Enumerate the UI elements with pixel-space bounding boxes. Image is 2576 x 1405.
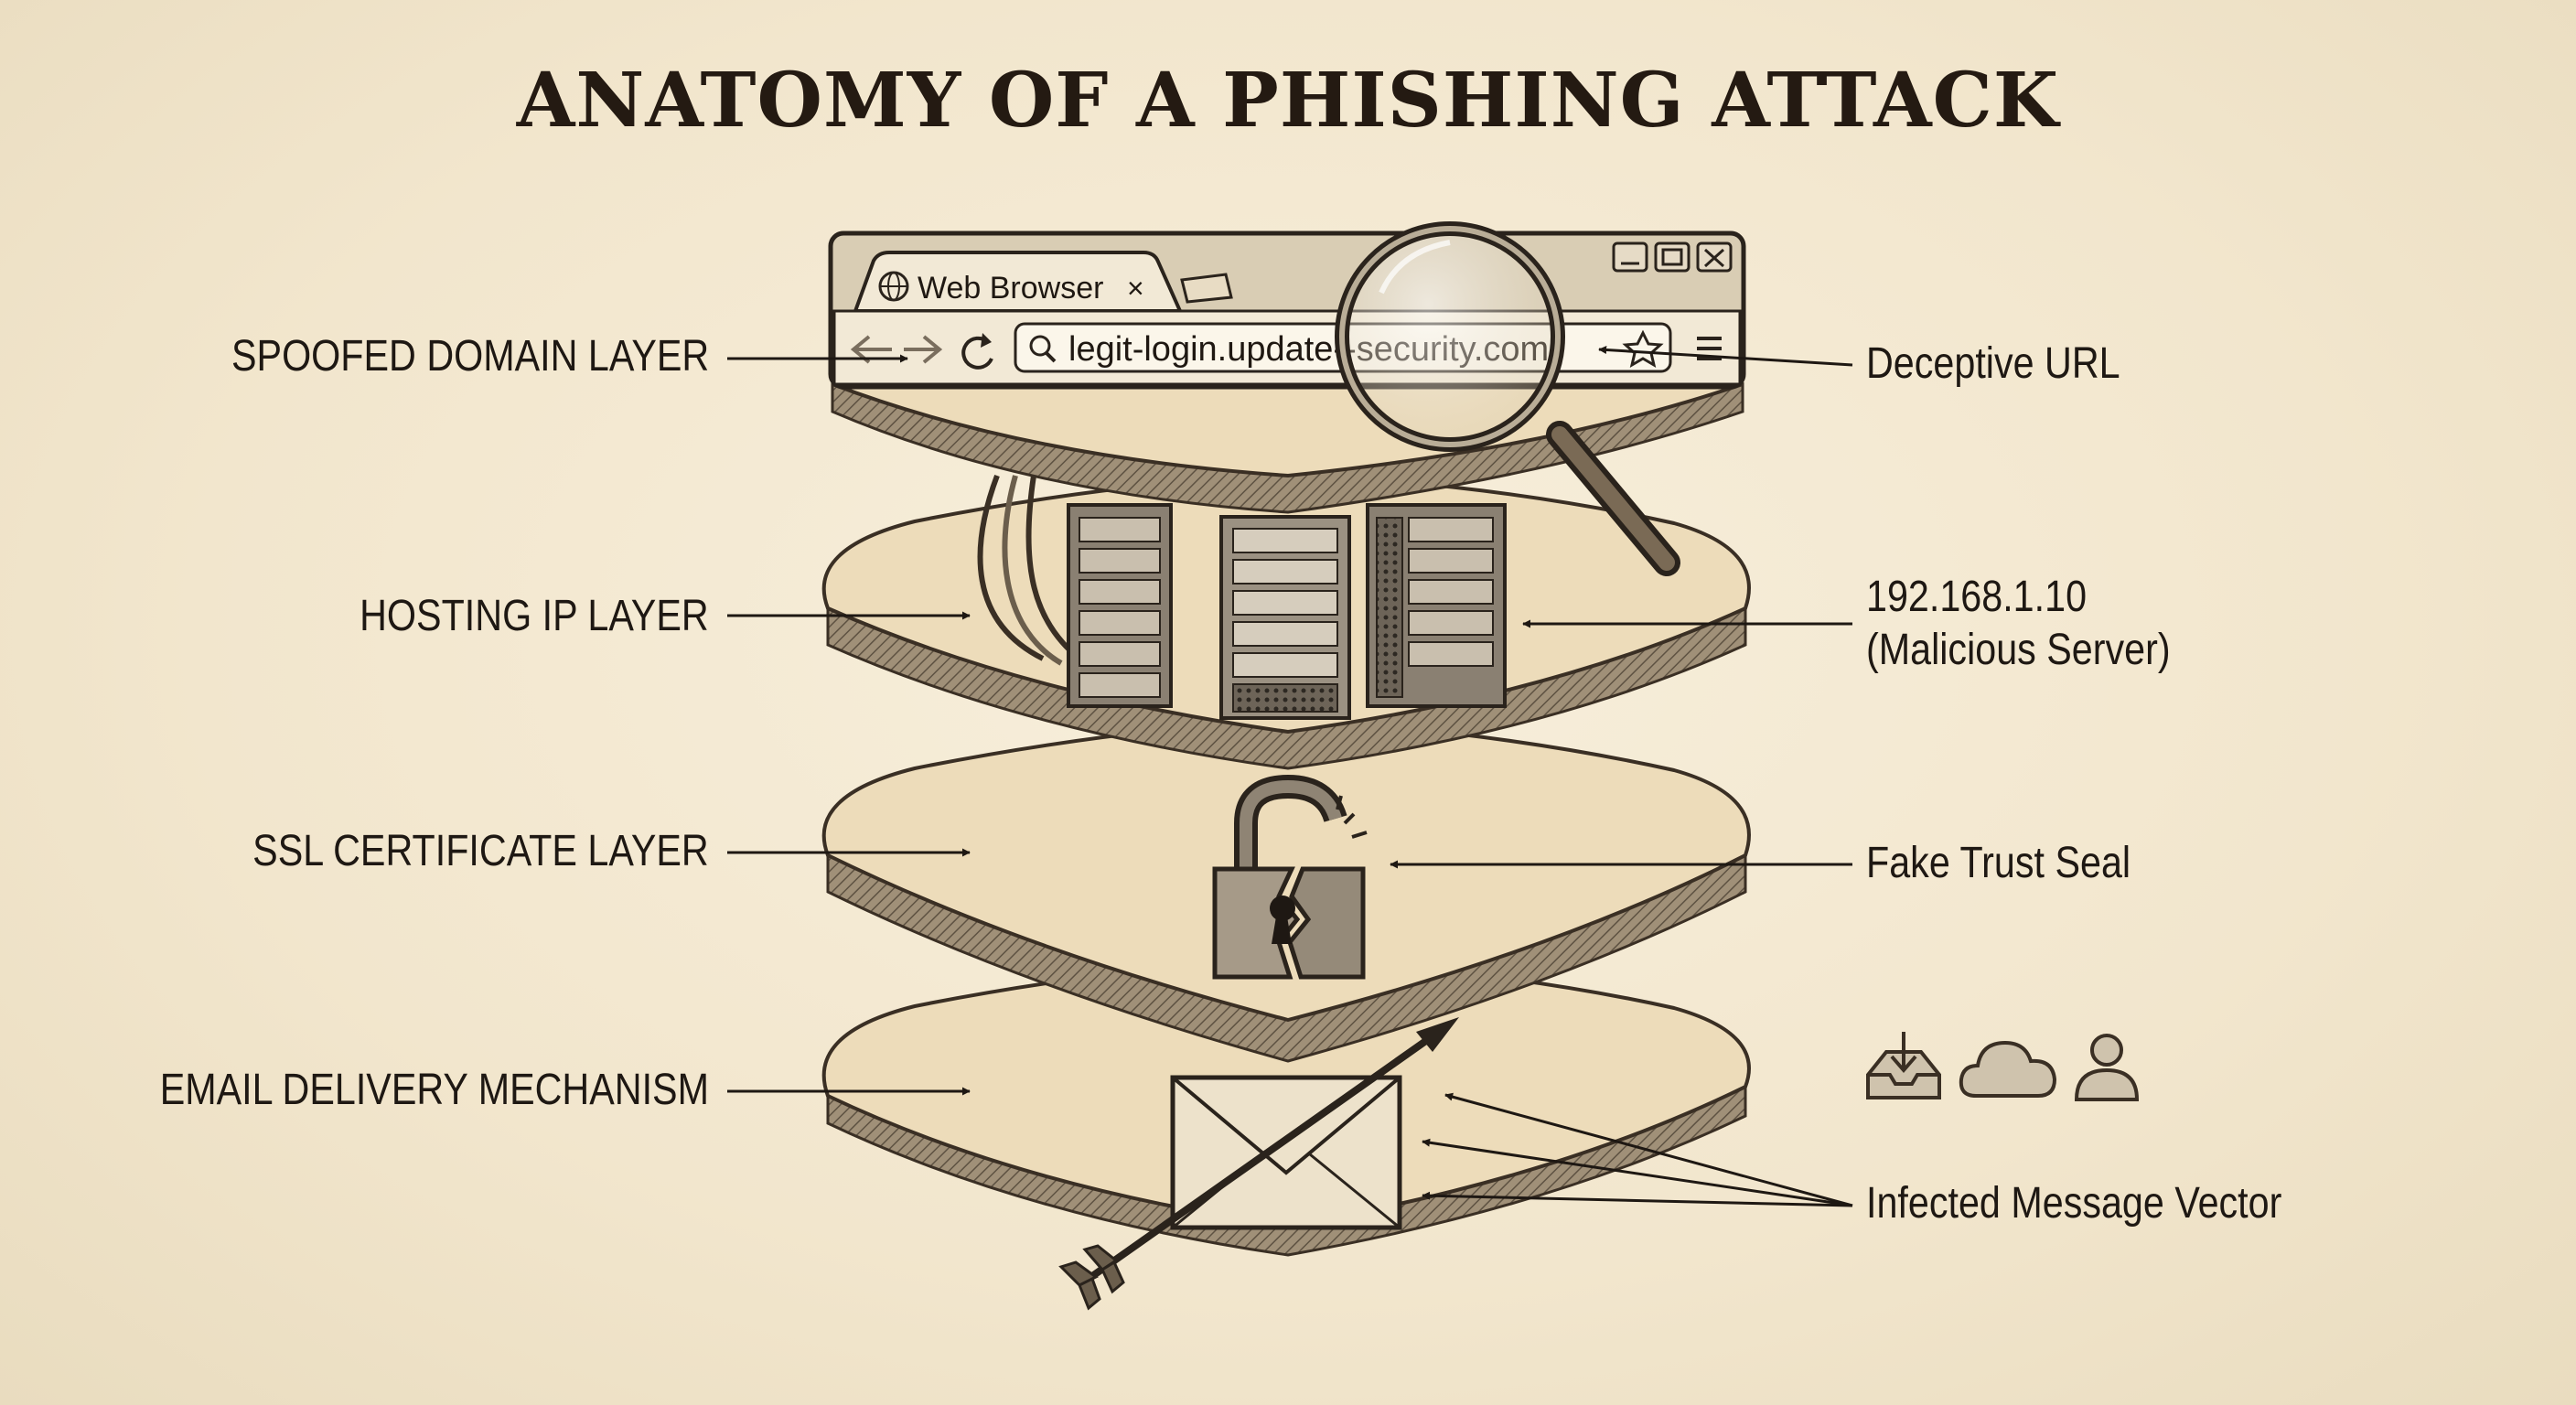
browser-tab-label: Web Browser xyxy=(918,271,1103,306)
magnifying-glass-icon xyxy=(1335,221,1680,576)
maximize-icon[interactable] xyxy=(1654,241,1690,273)
refresh-icon[interactable] xyxy=(961,333,993,370)
label-ssl-certificate-layer: SSL CERTIFICATE LAYER xyxy=(252,827,709,875)
forward-arrow-icon[interactable] xyxy=(904,335,943,364)
broken-padlock-icon xyxy=(1212,774,1368,980)
server-rack-icon xyxy=(977,474,1507,720)
window-close-icon[interactable] xyxy=(1696,241,1733,273)
inbox-download-icon xyxy=(1866,1032,1941,1099)
search-icon xyxy=(1029,335,1057,363)
menu-icon[interactable] xyxy=(1697,337,1722,360)
label-email-delivery-mechanism: EMAIL DELIVERY MECHANISM xyxy=(159,1066,709,1114)
browser-tab[interactable] xyxy=(853,251,1184,313)
close-icon[interactable]: × xyxy=(1127,272,1144,305)
annotation-infected-message-vector: Infected Message Vector xyxy=(1866,1179,2282,1228)
annotation-fake-trust-seal: Fake Trust Seal xyxy=(1866,839,2131,887)
new-tab-button[interactable] xyxy=(1180,273,1233,304)
star-icon[interactable] xyxy=(1622,329,1664,369)
annotation-ip-address: 192.168.1.10 xyxy=(1866,573,2088,621)
pointer-lines xyxy=(727,346,1853,1207)
minimize-icon[interactable] xyxy=(1612,241,1648,273)
label-hosting-ip-layer: HOSTING IP LAYER xyxy=(360,592,709,640)
arrow-icon xyxy=(1058,1017,1459,1311)
page-title: ANATOMY OF A PHISHING ATTACK xyxy=(516,57,2060,145)
cloud-icon xyxy=(1959,1040,2057,1098)
annotation-deceptive-url: Deceptive URL xyxy=(1866,339,2120,388)
globe-icon xyxy=(878,271,909,302)
user-icon xyxy=(2074,1034,2140,1101)
annotation-malicious-server: (Malicious Server) xyxy=(1866,626,2171,674)
label-spoofed-domain-layer: SPOOFED DOMAIN LAYER xyxy=(231,332,709,381)
envelope-icon xyxy=(1170,1075,1402,1230)
browser-window: Web Browser × legit-login.update--securi… xyxy=(828,231,1746,390)
